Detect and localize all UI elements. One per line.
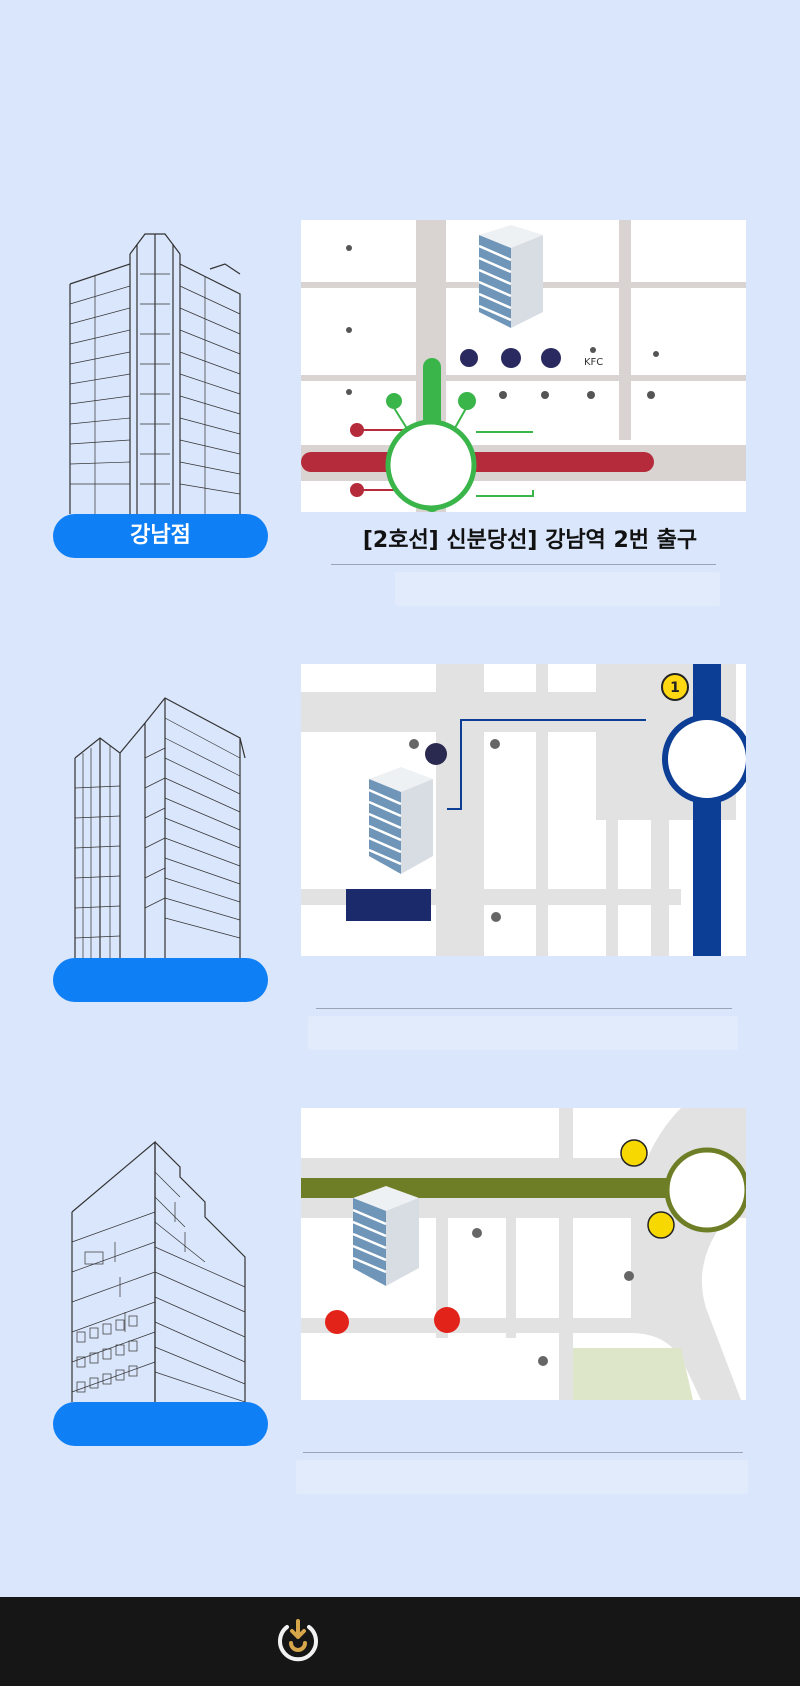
branch-name-pill[interactable]	[53, 958, 268, 1002]
branch-name-pill[interactable]: 강남점	[53, 514, 268, 558]
address-text-blurred	[296, 1460, 748, 1494]
location-caption: [2호선] 신분당선] 강남역 2번 출구	[362, 528, 698, 553]
location-map: 1	[301, 664, 746, 956]
map-store-label: KFC	[584, 357, 603, 368]
building-illustration-icon	[69, 233, 241, 514]
location-section-3	[0, 1102, 800, 1494]
caption-divider	[331, 564, 716, 565]
building-illustration-icon	[71, 1140, 246, 1402]
location-section-2: 1	[0, 658, 800, 1050]
building-icon	[368, 767, 433, 874]
caption-divider	[316, 1008, 732, 1009]
address-text-blurred	[308, 1016, 738, 1050]
building-icon	[352, 1186, 419, 1286]
caption-divider	[303, 1452, 743, 1453]
location-map: KFC	[301, 220, 746, 512]
footer	[0, 1597, 800, 1686]
location-map	[301, 1108, 746, 1400]
branch-name-pill[interactable]	[53, 1402, 268, 1446]
address-text-blurred	[395, 572, 720, 606]
brand-logo-icon[interactable]	[273, 1617, 323, 1667]
building-icon	[478, 225, 543, 328]
location-section-1: 강남점	[0, 214, 800, 606]
svg-text:1: 1	[670, 680, 680, 696]
building-illustration-icon	[74, 697, 246, 958]
